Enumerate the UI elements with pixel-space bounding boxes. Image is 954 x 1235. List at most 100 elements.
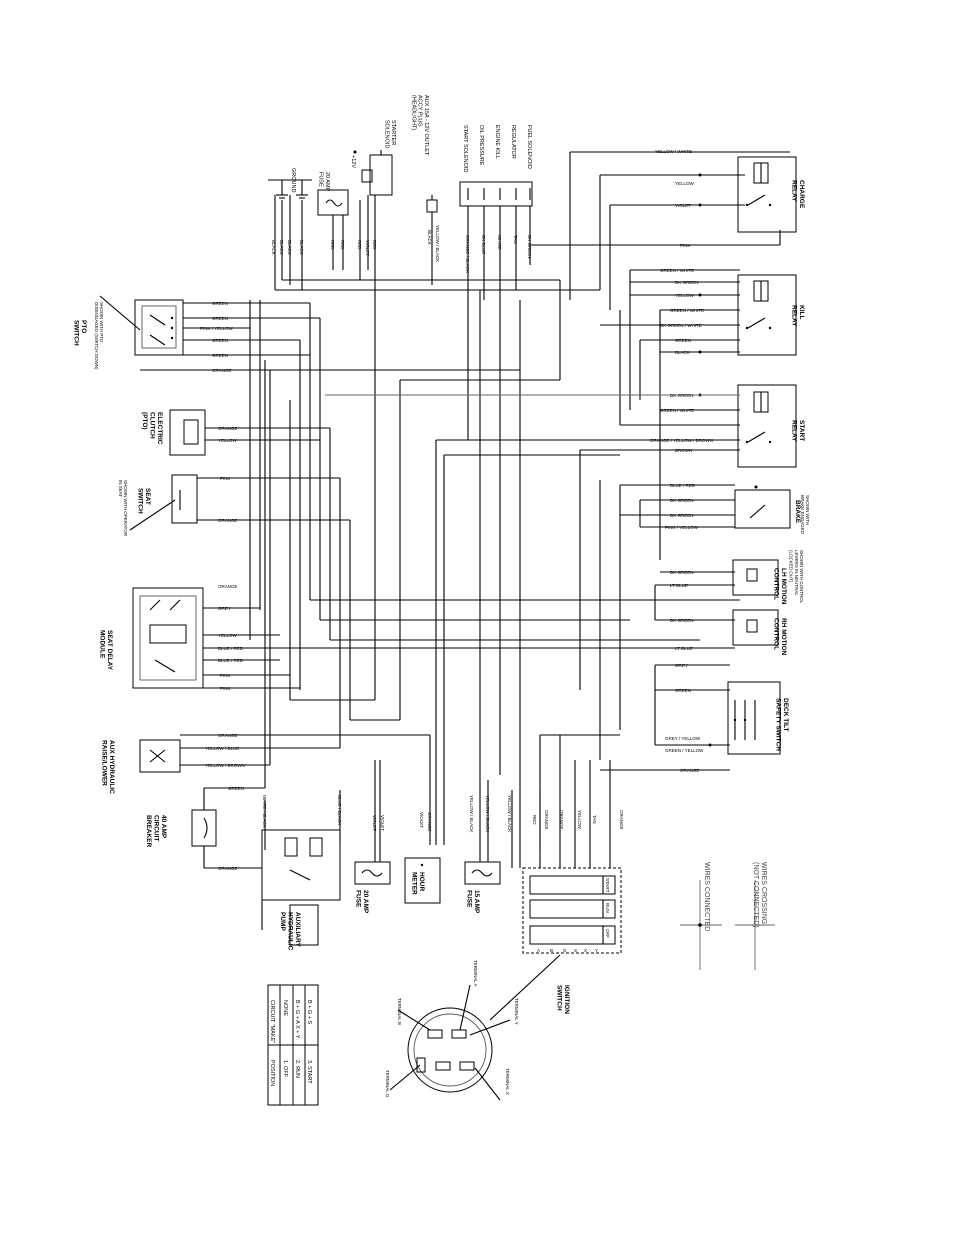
svg-text:GREY: GREY bbox=[675, 663, 688, 668]
svg-text:RED: RED bbox=[357, 240, 362, 250]
svg-text:ORANGE / YELLOW / BROWN: ORANGE / YELLOW / BROWN bbox=[650, 438, 713, 443]
ignition-switch-label: IGNITIONSWITCH bbox=[556, 985, 570, 1014]
legend-wires bbox=[680, 880, 775, 970]
svg-text:BLACK: BLACK bbox=[287, 240, 292, 255]
svg-text:DK GREEN: DK GREEN bbox=[670, 618, 694, 623]
svg-text:ORANGE: ORANGE bbox=[218, 866, 238, 871]
lh-motion-control-switch bbox=[732, 559, 779, 596]
svg-text:B + G + S: B + G + S bbox=[306, 1000, 312, 1024]
svg-text:RED: RED bbox=[532, 815, 537, 825]
svg-text:BLUE / RED: BLUE / RED bbox=[670, 483, 696, 488]
ignition-switch-panel bbox=[522, 867, 622, 954]
oil-pressure-label: OIL PRESSURE bbox=[478, 125, 484, 166]
svg-text:ORANGE: ORANGE bbox=[680, 768, 700, 773]
pto-switch-label: PTOSWITCH bbox=[73, 320, 87, 346]
kill-relay bbox=[737, 274, 797, 356]
svg-text:GREEN: GREEN bbox=[228, 786, 244, 791]
svg-text:GREEN / WHITE: GREEN / WHITE bbox=[660, 408, 694, 413]
svg-text:GREEN: GREEN bbox=[212, 316, 228, 321]
svg-text:VIOLET: VIOLET bbox=[372, 815, 377, 831]
brake-note: SHOWN WITHBRAKE ENGAGED bbox=[800, 495, 810, 535]
svg-text:LT BLUE: LT BLUE bbox=[675, 646, 693, 651]
seat-switch bbox=[129, 474, 198, 531]
ignition-terminal-letters: A B G S X Y bbox=[537, 948, 598, 953]
rh-motion-control-switch bbox=[732, 609, 779, 646]
bottom-wire-labels: WHITE / BLACK BLUE / BLACK VIOLET VIOLET… bbox=[262, 795, 624, 832]
ignition-pos-off: OFF bbox=[605, 929, 610, 938]
seat-note: SHOWN WITH OPERATORIN SEAT bbox=[118, 480, 128, 537]
svg-text:YELLOW: YELLOW bbox=[577, 810, 582, 830]
svg-text:3. START: 3. START bbox=[306, 1060, 312, 1084]
ignition-pos-start: START bbox=[605, 878, 610, 893]
aux-hydraulic-pump bbox=[261, 829, 341, 946]
hour-meter bbox=[404, 857, 441, 904]
svg-text:BLUE / BLACK: BLUE / BLACK bbox=[337, 795, 342, 825]
svg-text:TAN: TAN bbox=[592, 815, 597, 824]
svg-text:GREEN: GREEN bbox=[675, 688, 691, 693]
fuse-15 bbox=[464, 861, 501, 885]
electric-clutch bbox=[169, 409, 206, 456]
seat-switch-label: SEATSWITCH bbox=[137, 488, 151, 514]
engine-kill-label: ENGINE KILL bbox=[494, 125, 500, 159]
deck-tilt-switch bbox=[727, 681, 781, 755]
svg-text:ORANGE: ORANGE bbox=[427, 812, 432, 832]
svg-text:ORANGE / BLACK: ORANGE / BLACK bbox=[465, 235, 470, 273]
svg-text:ORANGE: ORANGE bbox=[619, 810, 624, 830]
fuse-20-bottom-label: 20 AMPFUSE bbox=[355, 890, 369, 914]
svg-text:YELLOW: YELLOW bbox=[675, 181, 695, 186]
svg-text:BLACK: BLACK bbox=[279, 240, 284, 255]
svg-text:BLUE / RED: BLUE / RED bbox=[218, 658, 244, 663]
start-relay bbox=[737, 384, 797, 468]
svg-text:VIOLET: VIOLET bbox=[365, 240, 370, 256]
svg-text:PINK / YELLOW: PINK / YELLOW bbox=[665, 525, 699, 530]
start-solenoid-label: START SOLENOID bbox=[462, 125, 468, 172]
svg-text:WHITE: WHITE bbox=[497, 235, 502, 250]
svg-text:YELLOW / BLACK: YELLOW / BLACK bbox=[507, 795, 512, 832]
breaker-40-label: 40 AMPCIRCUITBREAKER bbox=[145, 815, 167, 847]
svg-text:GREEN: GREEN bbox=[212, 338, 228, 343]
terminal-a-label: TERMINAL A bbox=[473, 960, 478, 987]
wiring-network bbox=[140, 151, 790, 869]
svg-text:ORANGE: ORANGE bbox=[218, 518, 238, 523]
svg-text:S: S bbox=[574, 948, 577, 953]
electric-clutch-label: ELECTRICCLUTCH(PTO) bbox=[141, 412, 163, 445]
starter-solenoid-label: STARTERSOLENOID bbox=[384, 120, 396, 148]
right-wire-labels: YELLOW / WHITE YELLOW VIOLET PINK GREEN … bbox=[650, 149, 713, 773]
svg-text:DK GREEN / WHITE: DK GREEN / WHITE bbox=[660, 323, 702, 328]
ignition-switch-round bbox=[389, 954, 561, 1101]
svg-text:RED: RED bbox=[372, 240, 377, 250]
svg-text:WHITE / BLACK: WHITE / BLACK bbox=[262, 795, 267, 828]
svg-text:VIOLET: VIOLET bbox=[380, 815, 385, 831]
pto-note: SHOWN WITH PTODISENGAGED (SWITCH DOWN) bbox=[94, 302, 104, 370]
svg-text:LT BLUE: LT BLUE bbox=[670, 583, 688, 588]
svg-text:GREEN: GREEN bbox=[675, 338, 691, 343]
lh-motion-note: SHOWN WITH CONTROLLEVERS IN NEUTRAL(LOCK… bbox=[789, 550, 804, 604]
svg-text:PINK: PINK bbox=[220, 673, 231, 678]
fuel-solenoid-label: FUEL SOLENOID bbox=[526, 125, 532, 169]
svg-text:ORANGE: ORANGE bbox=[544, 810, 549, 830]
brake-label: BRAKE bbox=[794, 500, 801, 524]
ignition-pos-run: RUN bbox=[605, 903, 610, 913]
svg-text:YELLOW / BLUE: YELLOW / BLUE bbox=[205, 746, 239, 751]
aux-hydraulic-switch bbox=[139, 739, 181, 773]
svg-text:PINK / YELLOW: PINK / YELLOW bbox=[200, 326, 234, 331]
brake-switch bbox=[734, 485, 791, 529]
left-wire-labels: GREEN GREEN PINK / YELLOW GREEN GREEN OR… bbox=[200, 301, 245, 871]
svg-text:YELLOW: YELLOW bbox=[218, 438, 238, 443]
aux-outlet-label: AUX 15A - 12V OUTLETACCY PLUG(HEADLIGHT) bbox=[410, 95, 429, 156]
svg-text:YELLOW / BLACK: YELLOW / BLACK bbox=[469, 795, 474, 832]
svg-text:BLACK: BLACK bbox=[675, 350, 690, 355]
svg-text:DK GREEN: DK GREEN bbox=[675, 280, 699, 285]
svg-text:PINK: PINK bbox=[680, 243, 691, 248]
fuse-20-bottom bbox=[354, 861, 391, 885]
start-relay-label: STARTRELAY bbox=[791, 420, 805, 442]
svg-text:DK GREEN: DK GREEN bbox=[670, 498, 694, 503]
svg-text:2. RUN: 2. RUN bbox=[294, 1060, 300, 1078]
svg-text:BLACK: BLACK bbox=[427, 230, 432, 245]
seat-delay-label: SEAT DELAYMODULE bbox=[99, 630, 113, 671]
fuse-15-label: 15 AMPFUSE bbox=[466, 890, 480, 914]
ground-label: GROUND bbox=[290, 168, 296, 192]
svg-text:VIOLET: VIOLET bbox=[419, 812, 424, 828]
svg-text:GREEN / WHITE: GREEN / WHITE bbox=[660, 268, 694, 273]
svg-text:B: B bbox=[550, 948, 553, 953]
